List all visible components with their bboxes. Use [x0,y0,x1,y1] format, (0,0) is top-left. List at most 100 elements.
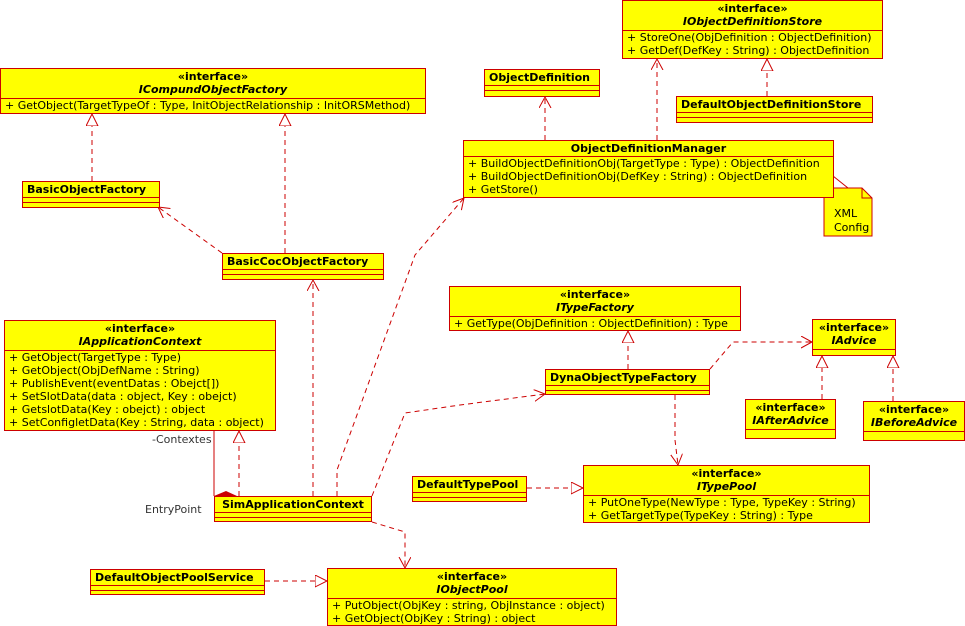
class-name: IObjectPool [436,583,508,596]
operations [223,275,383,279]
operation: + GetslotData(Key : obejct) : object [9,403,206,416]
class-name: ObjectDefinitionManager [570,142,727,155]
operations: + PutOneType(NewType : Type, TypeKey : S… [584,496,869,522]
attributes [413,493,526,498]
class-itypefactory[interactable]: «interface»ITypeFactory + GetType(ObjDef… [449,286,741,331]
class-name: SimApplicationContext [222,498,364,511]
operations [864,432,964,436]
operations [485,91,599,95]
attributes [677,113,872,118]
attributes [215,513,371,518]
entrypoint-label: EntryPoint [145,503,202,516]
note-line: Config [834,221,870,234]
class-name: IObjectDefinitionStore [682,15,823,28]
stereotype-label: «interface» [878,403,950,416]
operation: + GetObject(ObjDefName : String) [9,364,200,377]
dependency-dyna-to-itypepool [675,395,678,465]
dependency-basiccoc-to-basic [158,207,223,254]
stereotype-label: «interface» [104,322,176,335]
stereotype-label: «interface» [691,467,762,480]
operations: + BuildObjectDefinitionObj(TargetType : … [464,157,833,196]
class-name: IAdvice [831,334,877,347]
dependency-sim-to-manager [336,198,464,496]
operations [677,118,872,122]
operation: + BuildObjectDefinitionObj(TargetType : … [468,157,820,170]
operation: + GetStore() [468,183,538,196]
operation: + BuildObjectDefinitionObj(DefKey : Stri… [468,170,808,183]
class-name: DefaultObjectDefinitionStore [681,98,862,111]
class-name: DefaultTypePool [417,478,519,491]
operations [546,391,709,394]
xml-config-note: XML Config [834,207,872,235]
class-name: BasicObjectFactory [27,183,147,196]
class-iapplicationcontext[interactable]: «interface»IApplicationContext + GetObje… [4,320,276,431]
stereotype-label: «interface» [818,321,890,334]
class-icompundobjectfactory[interactable]: «interface»ICompundObjectFactory + GetOb… [0,68,426,114]
class-iobjectpool[interactable]: «interface»IObjectPool + PutObject(ObjKe… [327,568,617,626]
attributes [23,198,159,203]
operation: + GetTargetType(TypeKey : String) : Type [588,509,813,522]
class-name: IAfterAdvice [752,414,829,427]
class-basicobjectfactory[interactable]: BasicObjectFactory [22,181,160,208]
class-defaultobjectpoolservice[interactable]: DefaultObjectPoolService [90,569,265,595]
operation: + SetSlotData(data : object, Key : obejc… [9,390,237,403]
operations [413,498,526,501]
operations: + GetObject(TargetType : Type) + GetObje… [5,351,275,429]
operation: + PutObject(ObjKey : string, ObjInstance… [332,599,605,612]
class-defaultobjectdefinitionstore[interactable]: DefaultObjectDefinitionStore [676,96,873,123]
class-objectdefinition[interactable]: ObjectDefinition [484,69,600,97]
attributes [91,586,264,591]
attributes [546,386,709,391]
operations: + StoreOne(ObjDefinition : ObjectDefinit… [623,31,882,57]
class-ibeforeadvice[interactable]: «interface»IBeforeAdvice [863,401,965,441]
class-name: IApplicationContext [78,335,202,348]
operation: + GetObject(ObjKey : String) : object [332,612,536,625]
operations [215,518,371,521]
class-name: ITypeFactory [556,301,634,314]
class-name: ICompundObjectFactory [138,83,288,96]
operation: + PutOneType(NewType : Type, TypeKey : S… [588,496,856,509]
stereotype-label: «interface» [717,2,788,15]
operation: + StoreOne(ObjDefinition : ObjectDefinit… [627,31,872,44]
operations: + GetObject(TargetTypeOf : Type, InitObj… [1,99,425,112]
class-defaulttypepool[interactable]: DefaultTypePool [412,476,527,502]
class-name: BasicCocObjectFactory [227,255,369,268]
operation: + PublishEvent(eventDatas : Obejct[]) [9,377,220,390]
operations [746,430,835,434]
note-line: XML [834,207,858,220]
class-iafteradvice[interactable]: «interface»IAfterAdvice [745,399,836,439]
attributes [223,270,383,275]
attributes [485,86,599,91]
operations: + GetType(ObjDefinition : ObjectDefiniti… [450,317,740,330]
class-iadvice[interactable]: «interface»IAdvice [812,319,896,356]
operation: + GetObject(TargetTypeOf : Type, InitObj… [5,99,411,112]
dependency-sim-to-dyna [371,394,545,497]
class-objectdefinitionmanager[interactable]: ObjectDefinitionManager + BuildObjectDef… [463,140,834,198]
stereotype-label: «interface» [436,570,508,583]
stereotype-label: «interface» [755,401,826,414]
contextes-label: -Contextes [152,433,212,446]
class-iobjectdefinitionstore[interactable]: «interface»IObjectDefinitionStore + Stor… [622,0,883,59]
class-name: ObjectDefinition [489,71,590,84]
note-connector [832,175,849,189]
operations [813,350,895,354]
stereotype-label: «interface» [559,288,631,301]
stereotype-label: «interface» [177,70,249,83]
operations [91,591,264,594]
class-basiccocobjectfactory[interactable]: BasicCocObjectFactory [222,253,384,280]
note-icon [823,187,873,237]
class-simapplicationcontext[interactable]: SimApplicationContext [214,496,372,522]
class-itypepool[interactable]: «interface»ITypePool + PutOneType(NewTyp… [583,465,870,523]
class-dynaobjecttypefactory[interactable]: DynaObjectTypeFactory [545,369,710,395]
class-name: DynaObjectTypeFactory [550,371,697,384]
operation: + GetType(ObjDefinition : ObjectDefiniti… [454,317,728,330]
class-name: IBeforeAdvice [870,416,958,429]
operation: + GetObject(TargetType : Type) [9,351,181,364]
operations: + PutObject(ObjKey : string, ObjInstance… [328,599,616,625]
class-name: ITypePool [696,480,757,493]
operations [23,203,159,207]
class-name: DefaultObjectPoolService [95,571,254,584]
operation: + SetConfigletData(Key : String, data : … [9,416,264,429]
operation: + GetDef(DefKey : String) : ObjectDefini… [627,44,870,57]
